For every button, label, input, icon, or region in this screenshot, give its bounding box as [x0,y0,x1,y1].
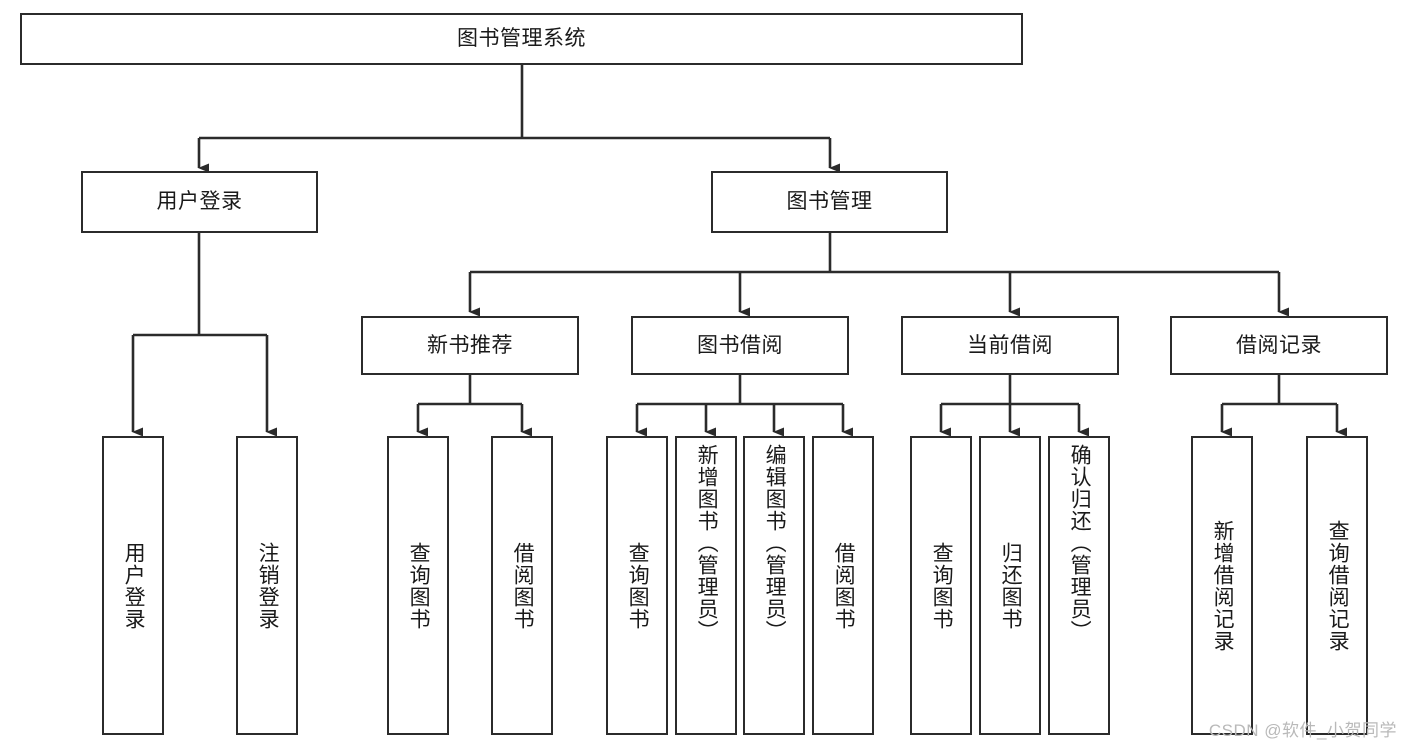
node-leaf-return-book-label: 归还图书 [999,541,1023,630]
node-user-login-label: 用户登录 [156,190,243,214]
node-borrow-record[interactable]: 借阅记录 [1170,316,1388,375]
node-leaf-edit-book[interactable]: 编辑图书（管理员） [743,436,805,735]
node-book-manage[interactable]: 图书管理 [711,171,948,233]
node-leaf-query-book-1[interactable]: 查询图书 [387,436,449,735]
node-new-book-rec-label: 新书推荐 [427,333,513,357]
node-leaf-edit-book-label: 编辑图书（管理员） [763,444,787,642]
node-leaf-return-book[interactable]: 归还图书 [979,436,1041,735]
node-leaf-query-record-label: 查询借阅记录 [1326,519,1350,652]
node-leaf-borrow-book-1[interactable]: 借阅图书 [491,436,553,735]
node-new-book-rec[interactable]: 新书推荐 [361,316,579,375]
node-leaf-query-book-2[interactable]: 查询图书 [606,436,668,735]
node-leaf-confirm-return-label: 确认归还（管理员） [1068,444,1092,642]
node-user-login[interactable]: 用户登录 [81,171,318,233]
node-root[interactable]: 图书管理系统 [20,13,1023,65]
node-book-borrow[interactable]: 图书借阅 [631,316,849,375]
node-leaf-query-book-1-label: 查询图书 [407,541,431,630]
node-leaf-query-book-3-label: 查询图书 [930,541,954,630]
node-leaf-query-book-2-label: 查询图书 [626,541,650,630]
node-leaf-user-login-label: 用户登录 [122,541,146,630]
node-leaf-user-logout[interactable]: 注销登录 [236,436,298,735]
node-leaf-add-book-label: 新增图书（管理员） [695,444,719,642]
node-leaf-user-logout-label: 注销登录 [256,541,280,630]
node-leaf-user-login[interactable]: 用户登录 [102,436,164,735]
csdn-watermark: CSDN @软件_小贺同学 [1208,721,1397,740]
node-current-borrow-label: 当前借阅 [967,333,1053,357]
node-leaf-confirm-return[interactable]: 确认归还（管理员） [1048,436,1110,735]
node-borrow-record-label: 借阅记录 [1236,333,1322,357]
node-leaf-add-book[interactable]: 新增图书（管理员） [675,436,737,735]
node-leaf-add-record-label: 新增借阅记录 [1211,519,1235,652]
node-leaf-query-record[interactable]: 查询借阅记录 [1306,436,1368,735]
node-root-label: 图书管理系统 [457,27,586,51]
node-book-borrow-label: 图书借阅 [697,333,783,357]
node-book-manage-label: 图书管理 [786,190,873,214]
node-leaf-borrow-book-2[interactable]: 借阅图书 [812,436,874,735]
node-leaf-add-record[interactable]: 新增借阅记录 [1191,436,1253,735]
node-leaf-borrow-book-2-label: 借阅图书 [832,541,856,630]
node-current-borrow[interactable]: 当前借阅 [901,316,1119,375]
node-leaf-query-book-3[interactable]: 查询图书 [910,436,972,735]
node-leaf-borrow-book-1-label: 借阅图书 [511,541,535,630]
